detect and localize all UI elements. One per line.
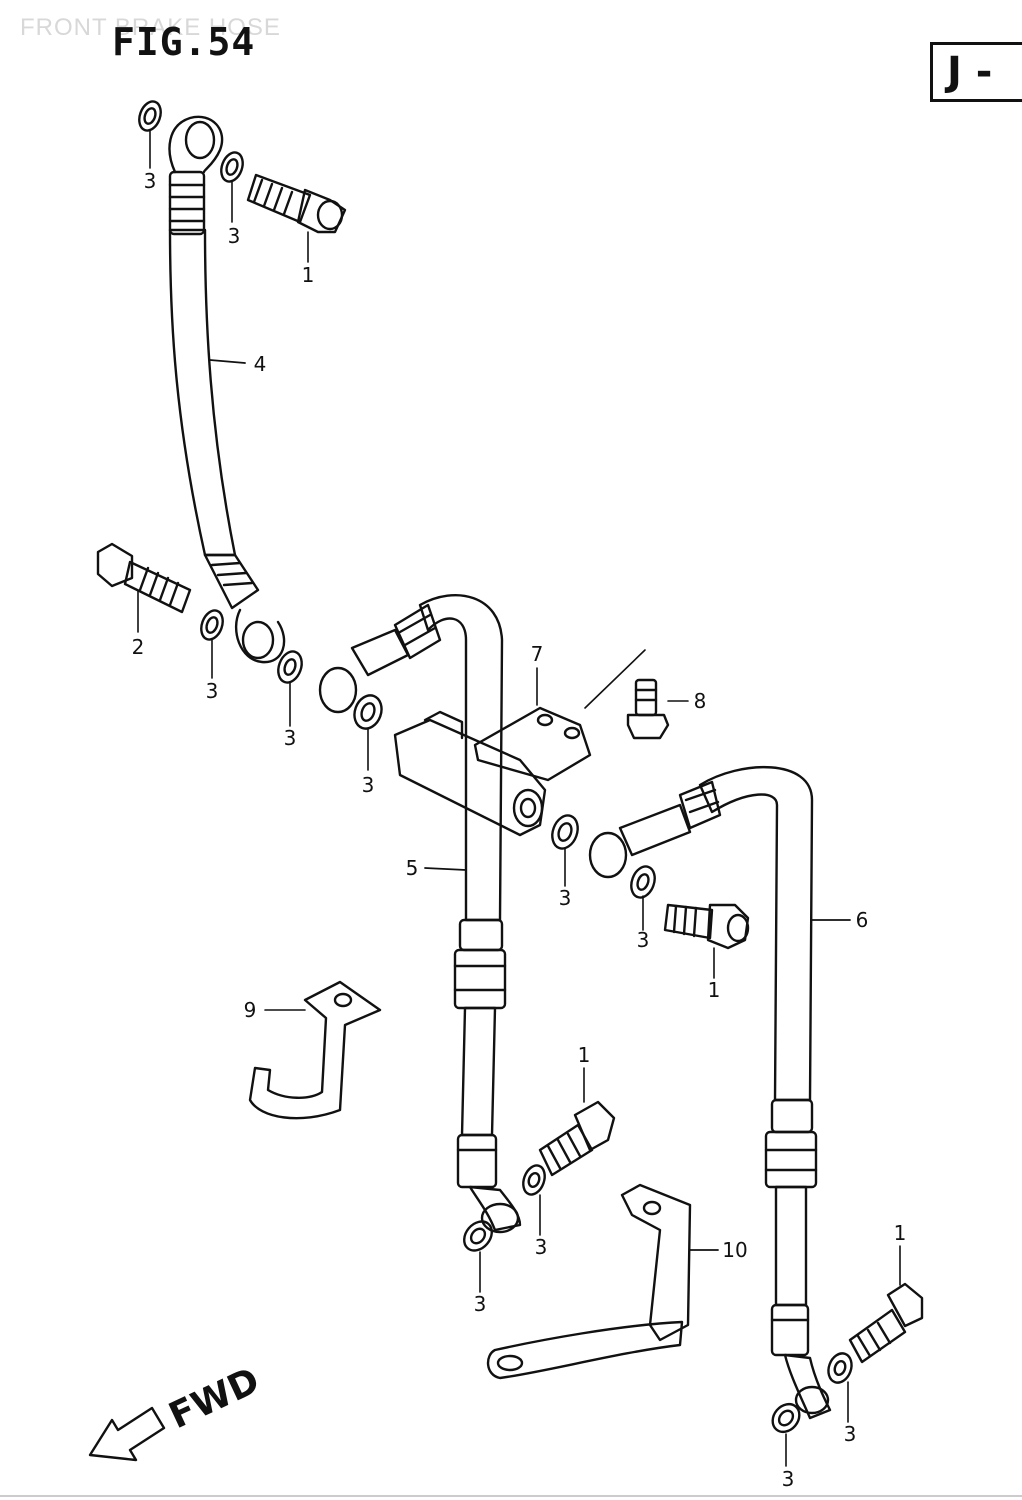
banjo-bolt-2 bbox=[96, 542, 192, 614]
leader-lines bbox=[137, 129, 901, 1467]
washers-hose-4 bbox=[138, 100, 303, 684]
washers-hose-5 bbox=[463, 814, 579, 1252]
callout-2: 2 bbox=[132, 635, 145, 659]
ghost-section-title: FRONT BRAKE HOSE bbox=[20, 14, 281, 41]
callout-3: 3 bbox=[559, 886, 572, 910]
callout-3: 3 bbox=[206, 679, 219, 703]
callout-9: 9 bbox=[244, 998, 257, 1022]
washers-hose-6 bbox=[630, 865, 853, 1434]
callout-4: 4 bbox=[254, 352, 267, 376]
hose-6 bbox=[588, 765, 851, 1420]
callout-3: 3 bbox=[474, 1292, 487, 1316]
callout-3: 3 bbox=[782, 1467, 795, 1491]
three-way-joint-7 bbox=[393, 649, 646, 837]
hose-5 bbox=[318, 593, 522, 1234]
bolt-8 bbox=[626, 678, 670, 740]
callout-3: 3 bbox=[844, 1422, 857, 1446]
code-badge-label: J - bbox=[947, 49, 993, 95]
callout-1: 1 bbox=[578, 1043, 591, 1067]
clamp-10 bbox=[486, 1183, 719, 1380]
callout-3: 3 bbox=[228, 224, 241, 248]
callout-8: 8 bbox=[694, 689, 707, 713]
banjo-bolt-bottom-right bbox=[848, 1282, 924, 1364]
callout-3: 3 bbox=[284, 726, 297, 750]
banjo-bolt-mid-right bbox=[663, 903, 750, 950]
callout-6: 6 bbox=[856, 908, 869, 932]
callout-7: 7 bbox=[531, 642, 544, 666]
callout-10: 10 bbox=[722, 1238, 747, 1262]
code-badge: J - bbox=[930, 42, 1022, 102]
figure-title: FIG.54 bbox=[112, 20, 256, 64]
callout-3: 3 bbox=[362, 773, 375, 797]
callout-3: 3 bbox=[535, 1235, 548, 1259]
hose-4 bbox=[168, 115, 286, 664]
callout-3: 3 bbox=[637, 928, 650, 952]
banjo-bolt-top bbox=[246, 173, 347, 234]
callout-1: 1 bbox=[708, 978, 721, 1002]
banjo-bolt-center bbox=[538, 1100, 616, 1177]
callout-3: 3 bbox=[144, 169, 157, 193]
fwd-label: FWD bbox=[163, 1360, 266, 1437]
callout-5: 5 bbox=[406, 856, 419, 880]
callout-labels: 3 3 1 4 2 3 3 7 8 3 5 3 3 6 1 9 1 3 10 1… bbox=[132, 169, 907, 1491]
callout-1: 1 bbox=[302, 263, 315, 287]
forward-arrow-icon bbox=[88, 1406, 166, 1462]
clamp-9 bbox=[248, 980, 382, 1120]
callout-1: 1 bbox=[894, 1221, 907, 1245]
